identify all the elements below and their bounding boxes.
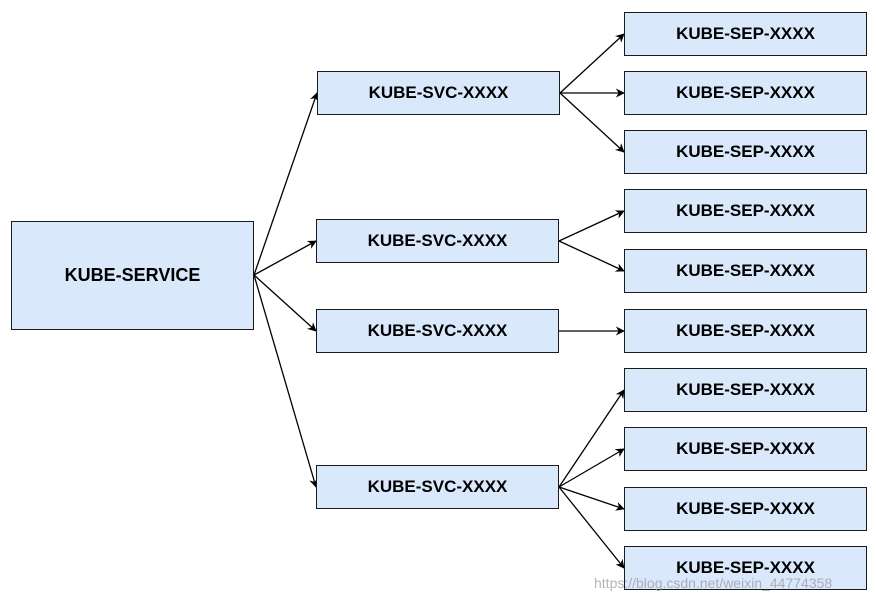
edge-svc-1-sep-4	[558, 240, 625, 272]
node-label: KUBE-SEP-XXXX	[676, 83, 815, 102]
edge-root-svc-1	[253, 240, 317, 276]
edge-svc-3-sep-8	[558, 486, 625, 511]
node-label: KUBE-SEP-XXXX	[676, 558, 815, 577]
node-label: KUBE-SEP-XXXX	[676, 439, 815, 458]
edge-svc-0-sep-0	[559, 33, 625, 94]
kube-sep-node: KUBE-SEP-XXXX	[624, 189, 867, 233]
node-label: KUBE-SVC-XXXX	[367, 231, 508, 250]
edge-root-svc-2	[253, 274, 317, 332]
kube-sep-node: KUBE-SEP-XXXX	[624, 71, 867, 115]
service-to-endpoint-edges	[558, 33, 625, 569]
edge-root-svc-3	[253, 274, 319, 488]
kube-svc-node: KUBE-SVC-XXXX	[316, 309, 559, 353]
kube-sep-node: KUBE-SEP-XXXX	[624, 368, 867, 412]
kube-svc-node: KUBE-SVC-XXXX	[316, 219, 559, 263]
kube-sep-node: KUBE-SEP-XXXX	[624, 487, 867, 531]
root-to-service-edges	[253, 92, 319, 488]
kube-sep-node: KUBE-SEP-XXXX	[624, 249, 867, 293]
node-label: KUBE-SEP-XXXX	[676, 24, 815, 43]
node-label: KUBE-SEP-XXXX	[676, 380, 815, 399]
node-label: KUBE-SVC-XXXX	[367, 477, 508, 496]
node-label: KUBE-SEP-XXXX	[676, 321, 815, 340]
edge-svc-3-sep-6	[558, 389, 625, 488]
kube-service-node: KUBE-SERVICE	[11, 221, 254, 330]
edge-svc-0-sep-2	[559, 92, 625, 153]
edge-svc-1-sep-3	[558, 210, 625, 242]
edge-root-svc-0	[253, 92, 319, 276]
watermark: https://blog.csdn.net/weixin_44774358	[594, 575, 833, 591]
kube-sep-node: KUBE-SEP-XXXX	[624, 130, 867, 174]
node-label: KUBE-SEP-XXXX	[676, 142, 815, 161]
kube-sep-node: KUBE-SEP-XXXX	[624, 309, 867, 353]
node-label: KUBE-SEP-XXXX	[676, 201, 815, 220]
kube-sep-node: KUBE-SEP-XXXX	[624, 427, 867, 471]
node-label: KUBE-SEP-XXXX	[676, 261, 815, 280]
kube-svc-node: KUBE-SVC-XXXX	[316, 465, 559, 509]
kube-sep-node: KUBE-SEP-XXXX	[624, 12, 867, 56]
node-label: KUBE-SEP-XXXX	[676, 499, 815, 518]
edge-svc-3-sep-9	[558, 486, 625, 569]
node-label: KUBE-SVC-XXXX	[368, 83, 509, 102]
edge-svc-3-sep-7	[558, 448, 625, 488]
kube-sep-node: KUBE-SEP-XXXX	[624, 546, 867, 590]
node-label: KUBE-SVC-XXXX	[367, 321, 508, 340]
node-label: KUBE-SERVICE	[64, 265, 201, 285]
kube-svc-node: KUBE-SVC-XXXX	[317, 71, 560, 115]
